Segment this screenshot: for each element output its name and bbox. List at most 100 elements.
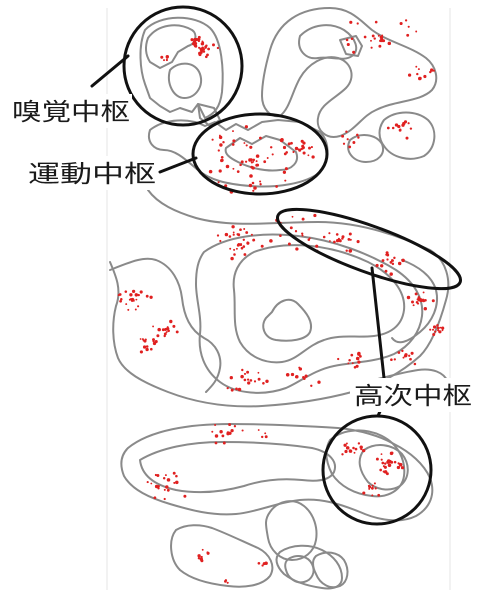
red-dot [292,151,294,153]
red-dot [234,425,236,427]
red-dot [249,146,252,149]
red-dot [264,432,266,434]
red-dot [229,248,231,250]
red-dot [202,42,204,44]
red-dot [362,491,365,494]
bottom-section-outlines [121,424,432,589]
red-dot [390,358,393,361]
red-dot [386,258,388,260]
red-dot [235,388,238,391]
red-dot [380,264,383,267]
red-dot [381,459,383,461]
red-dot [418,68,420,70]
red-dot [308,147,311,150]
red-dot [258,372,260,374]
red-dot [382,259,385,262]
red-dot [388,42,392,46]
red-dot [402,122,405,125]
red-dot [247,381,250,384]
red-dot [394,461,397,464]
red-dot [440,327,442,329]
red-dot [346,39,349,42]
red-dot [232,139,235,142]
red-dot [256,164,259,167]
red-dot [415,292,418,295]
red-dot [302,218,305,221]
red-dot [432,333,435,336]
red-dot [376,458,379,461]
red-dot [252,239,255,242]
red-dot [169,320,172,323]
red-dot [190,38,193,41]
red-dot [414,363,417,366]
red-dot [230,376,233,379]
red-dot [377,494,380,497]
red-dot [362,449,365,452]
red-dot [166,57,168,59]
red-dot [262,382,265,385]
red-dot [258,378,261,381]
red-dot [254,380,256,382]
red-dot [351,37,354,40]
red-dot [157,487,159,489]
red-dot [404,355,407,358]
red-dot [313,214,316,217]
red-dot [135,293,138,296]
red-dot [228,432,231,435]
red-dot [283,171,286,174]
red-dot [197,554,200,557]
red-dot [249,174,253,178]
red-dot [230,257,233,260]
red-dot [247,378,249,380]
red-dot [267,157,269,159]
red-dot [406,34,409,37]
red-dot [442,327,444,329]
red-dot [424,307,427,310]
red-dot [251,234,253,236]
red-dot [258,429,260,431]
red-dot [420,299,422,301]
red-dot [408,355,410,357]
red-dot [343,444,346,447]
red-dot [243,142,245,144]
red-dot [240,375,244,379]
red-dot [280,139,284,143]
red-dot [349,232,352,235]
red-dot [298,367,300,369]
red-dot [154,496,157,499]
red-dot [417,303,419,305]
red-dot [201,47,204,50]
red-dot [172,325,175,328]
red-dot [167,326,169,328]
red-dot [135,309,137,311]
red-dot [406,137,409,140]
red-dot [237,233,240,236]
red-dot [433,325,436,328]
red-dot [238,388,242,392]
red-dot [398,351,401,354]
red-dot [389,460,392,463]
red-dot [408,26,410,28]
red-dot [175,475,178,478]
red-dot [233,249,235,251]
red-dot [284,152,287,155]
red-dot [368,488,370,490]
red-dot [198,40,200,42]
red-dot [270,146,272,148]
red-dot [173,482,175,484]
red-dot [205,55,208,58]
red-dot [259,180,261,182]
red-dot [357,352,360,355]
red-dot [407,296,410,299]
red-dot [242,429,244,431]
red-dot [149,296,152,299]
red-dot [245,161,247,163]
red-dot [301,234,303,236]
red-dot [350,239,352,241]
red-dot [261,245,264,248]
red-dot [360,448,362,450]
red-dot [394,358,396,360]
red-dot [416,73,418,75]
red-dot [214,424,216,426]
